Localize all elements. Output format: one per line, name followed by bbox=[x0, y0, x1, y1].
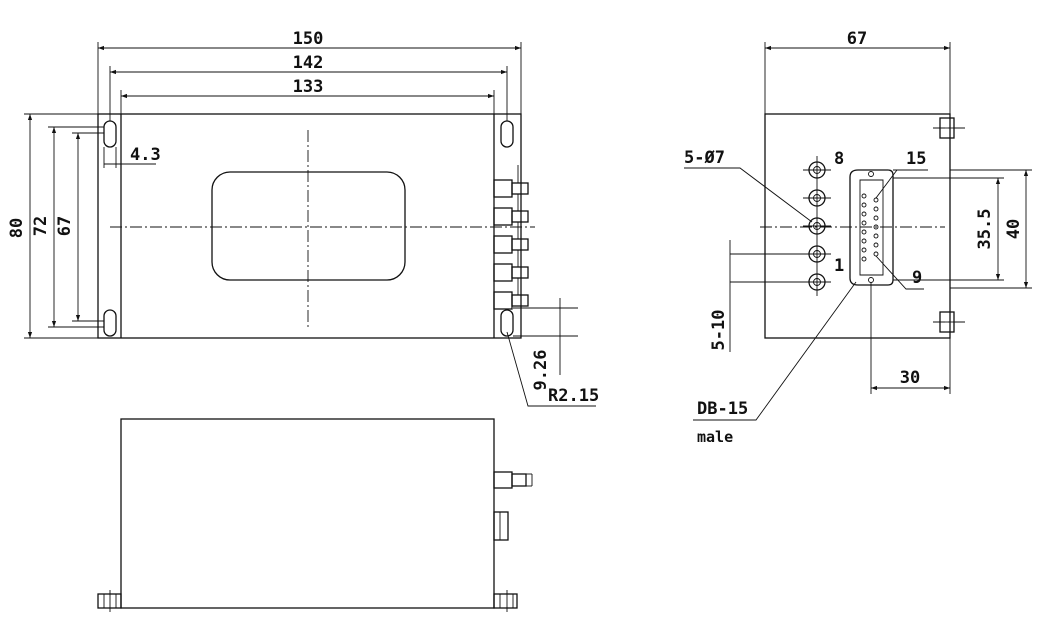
pin-label-15: 15 bbox=[906, 149, 926, 169]
end-view: 67 5-Ø7 5-10 bbox=[684, 29, 1032, 446]
dim-slot-length: 9.26 bbox=[531, 350, 551, 391]
dim-slot-width: 4.3 bbox=[130, 145, 161, 165]
dim-inner-height: 67 bbox=[55, 216, 75, 236]
left-foot bbox=[97, 590, 122, 612]
radius-leader bbox=[506, 331, 596, 407]
hole-column bbox=[803, 156, 831, 296]
right-foot bbox=[493, 590, 518, 612]
dim-outer-height: 72 bbox=[31, 216, 51, 236]
connector-leader bbox=[693, 281, 857, 421]
dim-connector-span: 35.5 bbox=[975, 209, 995, 250]
end-view-body bbox=[764, 113, 951, 339]
dim-hole-pitch: 5-10 bbox=[709, 310, 729, 351]
mount-slot-top-left bbox=[103, 120, 117, 148]
dim-overall-height: 80 bbox=[7, 218, 27, 238]
dim-outer-slot-span: 142 bbox=[293, 53, 324, 73]
dim-connector-offset: 30 bbox=[900, 368, 920, 388]
mount-slot-bottom-right bbox=[500, 309, 514, 337]
dim-inner-slot-span: 133 bbox=[293, 77, 324, 97]
dim-depth: 67 bbox=[847, 29, 867, 49]
connector-gender: male bbox=[697, 428, 733, 446]
front-view bbox=[97, 418, 533, 612]
holes-leader bbox=[684, 167, 813, 223]
top-view: 150 142 133 4.3 80 72 67 bbox=[7, 29, 599, 407]
top-view-body bbox=[97, 113, 522, 339]
db15-connector bbox=[849, 169, 894, 286]
display-window bbox=[211, 171, 406, 281]
mount-slot-bottom-left bbox=[103, 309, 117, 337]
pin-label-8: 8 bbox=[834, 149, 844, 169]
pin-label-1: 1 bbox=[834, 256, 844, 276]
dim-connector-height: 40 bbox=[1004, 219, 1024, 239]
front-view-body bbox=[120, 418, 495, 609]
dim-overall-width: 150 bbox=[293, 29, 324, 49]
mount-slot-top-right bbox=[500, 120, 514, 148]
connector-label: DB-15 bbox=[697, 399, 748, 419]
side-connectors bbox=[493, 165, 529, 310]
dim-slot-radius: R2.15 bbox=[548, 386, 599, 406]
pin-label-9: 9 bbox=[912, 268, 922, 288]
label-holes: 5-Ø7 bbox=[684, 148, 725, 168]
